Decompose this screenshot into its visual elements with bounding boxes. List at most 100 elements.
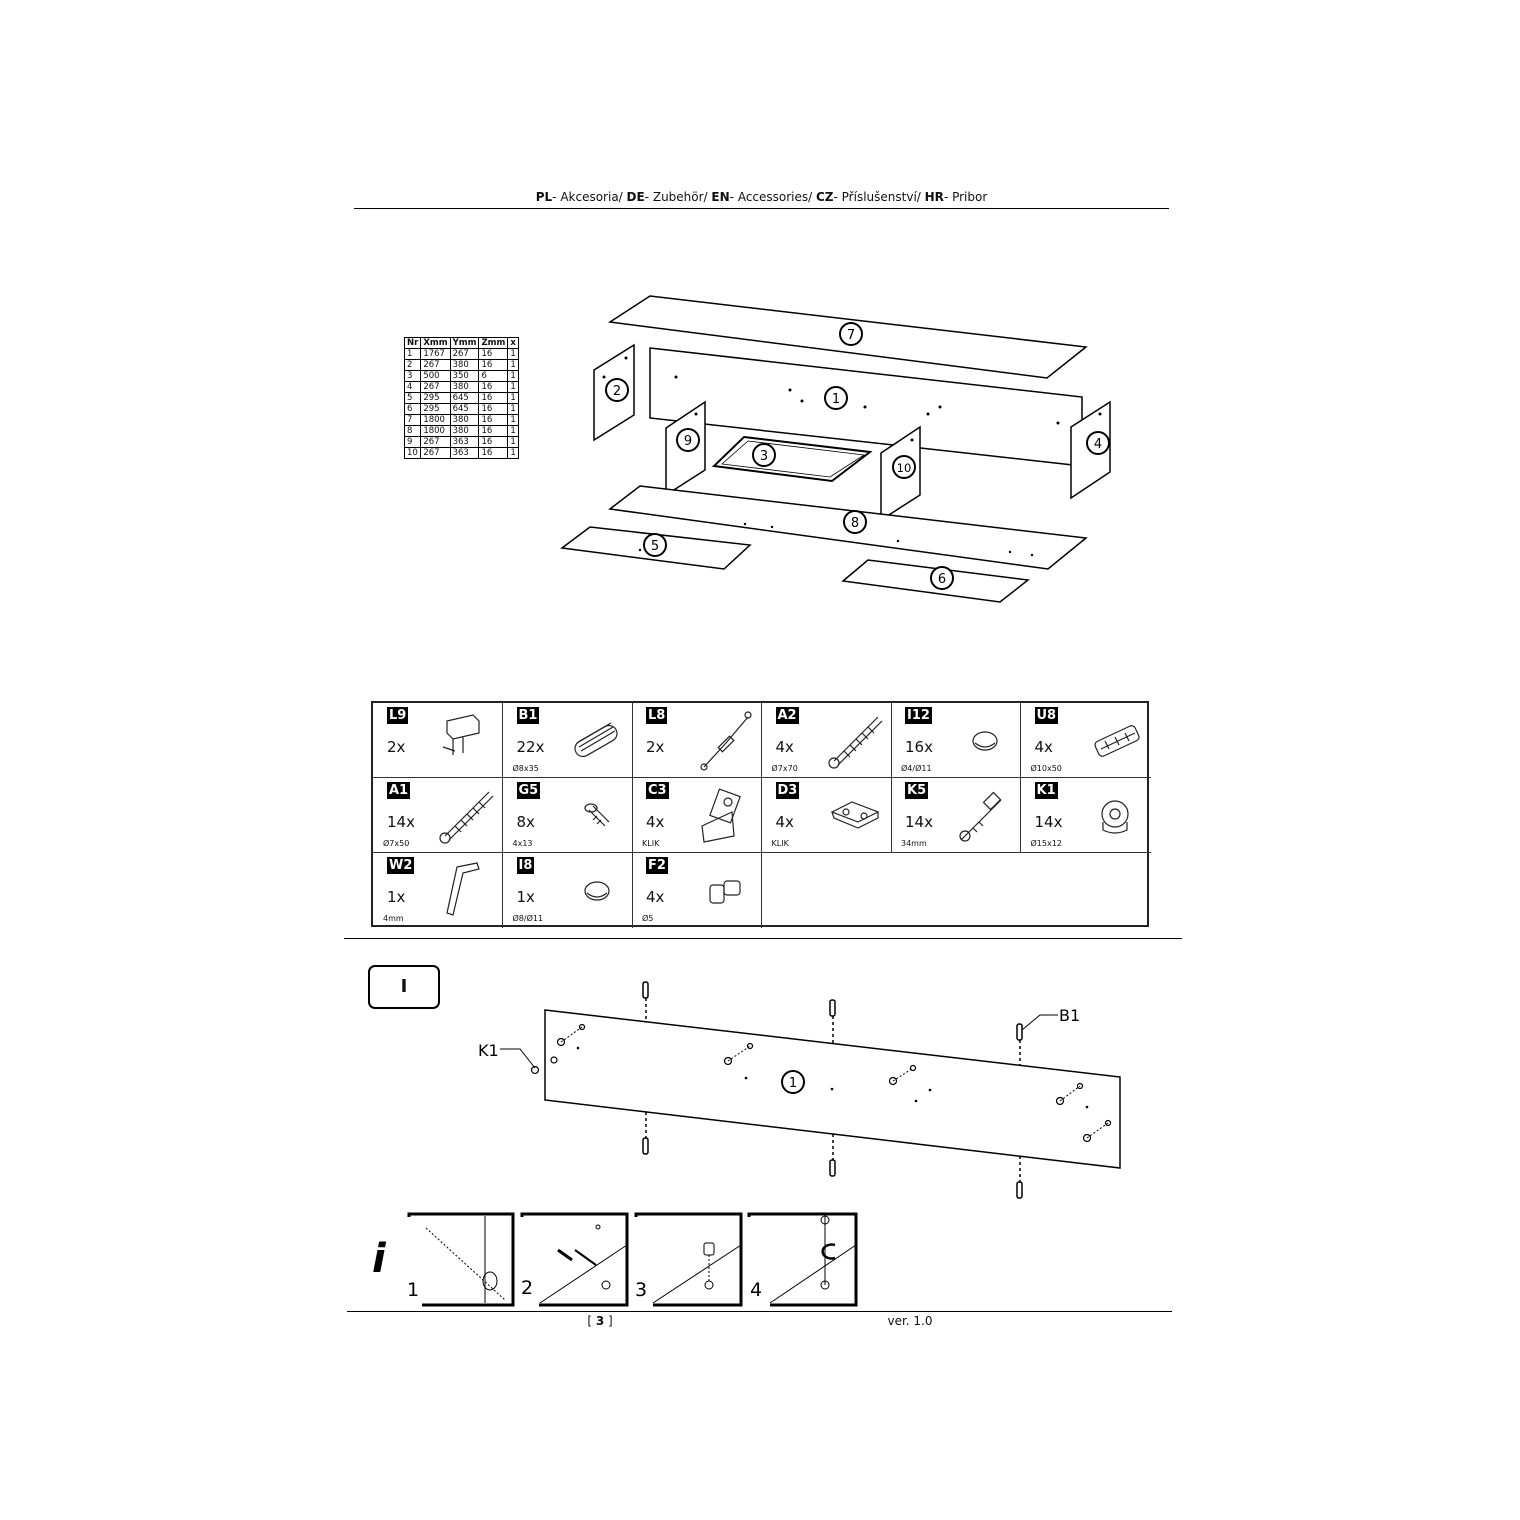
part-label-3: 3 — [760, 449, 768, 464]
table-cell: 16 — [478, 414, 509, 426]
table-header-cell: Ymm — [449, 337, 480, 349]
accessory-code: K1 — [1034, 782, 1058, 799]
accessory-quantity: 1x — [516, 888, 535, 906]
part-label-5: 5 — [651, 539, 659, 554]
dowel-icon — [573, 722, 618, 758]
table-cell: 1 — [507, 447, 519, 459]
info-panel-4-label: 4 — [750, 1279, 762, 1301]
table-cell: 1 — [507, 370, 519, 382]
drill-holes — [602, 356, 1102, 557]
step-assembly-drawing: 1 K1 B1 — [478, 981, 1121, 1199]
part-label-1: 1 — [832, 392, 840, 407]
cap-icon — [583, 881, 610, 901]
table-cell: 267 — [449, 348, 480, 360]
accessory-code: K5 — [905, 782, 929, 799]
accessory-code: G5 — [516, 782, 541, 799]
table-cell: 1 — [507, 392, 519, 404]
cam-lock-icon — [1100, 800, 1129, 834]
table-cell: 4 — [403, 381, 422, 393]
table-cell: 3 — [403, 370, 422, 382]
accessory-size-note: KLIK — [771, 839, 789, 848]
table-cell: 363 — [449, 447, 480, 459]
panel-3-inner — [721, 440, 866, 478]
accessory-code: L9 — [387, 707, 409, 724]
info-panels: i 1 2 3 4 — [372, 1212, 858, 1307]
header-segment-pl: PL- Akcesoria/ — [535, 190, 627, 204]
dashed-guides — [560, 1026, 1109, 1139]
accessory-size-note: Ø15x12 — [1030, 839, 1062, 848]
table-cell: 16 — [478, 403, 509, 415]
accessory-code: C3 — [646, 782, 669, 799]
step-part-label: 1 — [789, 1076, 797, 1091]
table-cell: 1 — [507, 359, 519, 371]
table-cell: 10 — [403, 447, 422, 459]
part-label-10: 10 — [897, 461, 912, 475]
table-cell: 267 — [420, 436, 451, 448]
accessory-quantity: 1x — [387, 888, 406, 906]
accessory-code: A1 — [387, 782, 411, 799]
table-cell: 350 — [449, 370, 480, 382]
table-cell: 16 — [478, 381, 509, 393]
table-cell: 295 — [420, 403, 451, 415]
hex-key-icon — [446, 862, 480, 916]
part-number-circles — [605, 322, 1110, 590]
table-cell: 16 — [478, 348, 509, 360]
gas-strut-icon — [700, 711, 752, 771]
screw-icon — [439, 791, 494, 844]
accessory-quantity: 4x — [775, 738, 794, 756]
info-panel-frame — [407, 1212, 515, 1307]
accessory-code: B1 — [516, 707, 540, 724]
dowel-pins — [642, 981, 1023, 1199]
hinge-plate-icon — [830, 801, 879, 829]
accessory-size-note: KLIK — [642, 839, 660, 848]
part-label-4: 4 — [1094, 437, 1102, 452]
page-number: [ 3 ] — [587, 1314, 613, 1328]
table-header-cell: x — [507, 337, 519, 349]
table-cell: 6 — [403, 403, 422, 415]
table-cell: 16 — [478, 436, 509, 448]
accessory-quantity: 14x — [387, 813, 415, 831]
info-icon: i — [372, 1236, 387, 1282]
part-label-8: 8 — [851, 516, 859, 531]
table-cell: 500 — [420, 370, 451, 382]
table-cell: 16 — [478, 359, 509, 371]
table-header-cell: Zmm — [478, 337, 509, 349]
accessory-code: U8 — [1034, 707, 1059, 724]
table-cell: 1800 — [420, 414, 451, 426]
accessory-code: I12 — [905, 707, 932, 724]
table-cell: 1 — [507, 414, 519, 426]
accessory-code: F2 — [646, 857, 668, 874]
accessory-size-note: Ø8x35 — [512, 764, 539, 773]
header-divider — [354, 208, 1169, 209]
accessory-size-note: Ø8/Ø11 — [512, 914, 544, 923]
accessory-quantity: 2x — [646, 738, 665, 756]
accessory-quantity: 2x — [387, 738, 406, 756]
accessory-size-note: Ø4/Ø11 — [901, 764, 932, 773]
accessory-size-note: 4x13 — [512, 839, 533, 848]
page-header: PL- Akcesoria/ DE- Zubehör/ EN- Accessor… — [354, 190, 1169, 204]
accessory-quantity: 4x — [775, 813, 794, 831]
accessory-quantity: 14x — [1034, 813, 1063, 831]
part-label-6: 6 — [938, 572, 946, 587]
cam-bolt-icon — [959, 791, 1002, 842]
table-cell: 16 — [478, 447, 509, 459]
table-cell: 645 — [449, 403, 480, 415]
table-cell: 5 — [403, 392, 422, 404]
part-label-7: 7 — [847, 328, 855, 343]
cap-icon — [972, 731, 998, 751]
table-cell: 1 — [507, 381, 519, 393]
